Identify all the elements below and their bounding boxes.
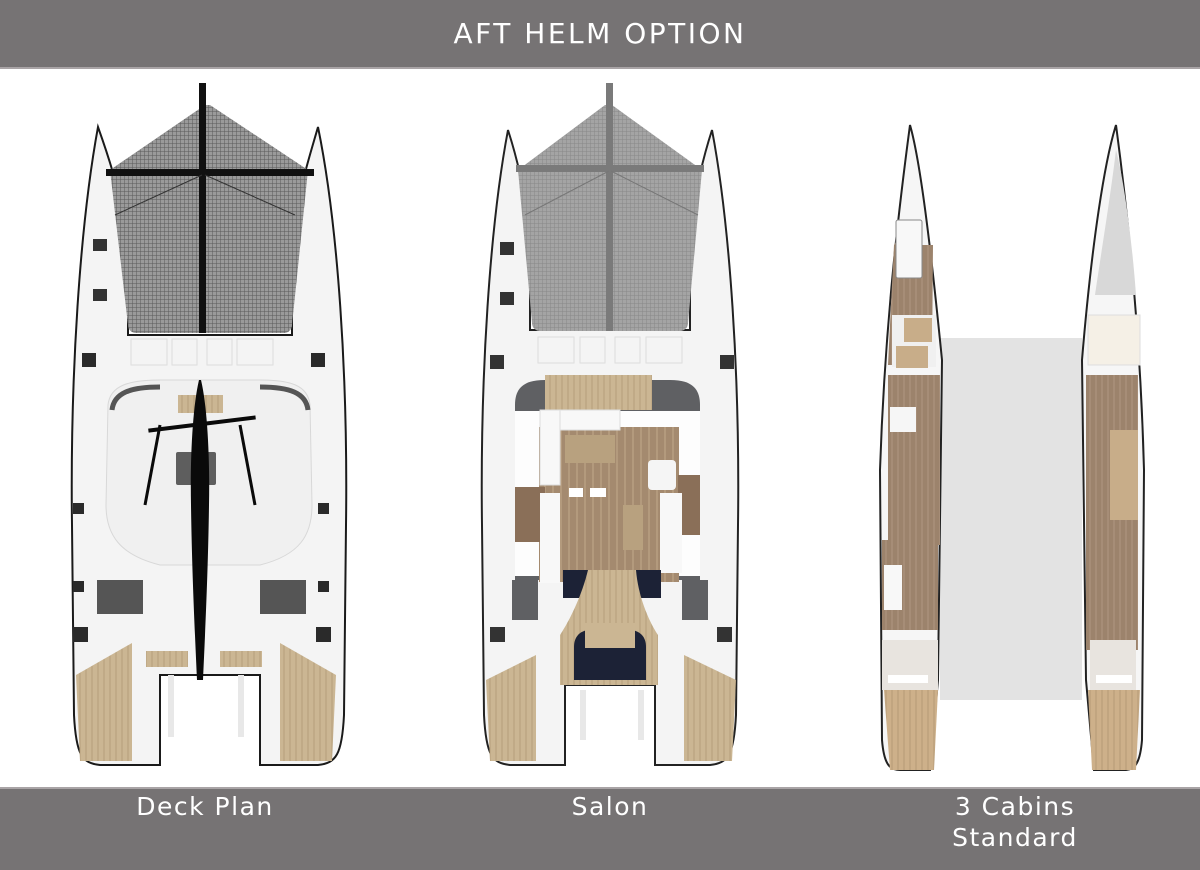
caption-bar — [0, 787, 1200, 870]
caption-cabins-line2: Standard — [952, 823, 1078, 852]
page-title: AFT HELM OPTION — [453, 17, 747, 50]
salon-drawing — [470, 75, 750, 780]
deck-plan-drawing — [60, 75, 360, 780]
cabins-drawing — [860, 120, 1160, 780]
caption-deck-plan: Deck Plan — [136, 792, 274, 821]
caption-salon: Salon — [571, 792, 649, 821]
caption-cabins-line1: 3 Cabins — [954, 792, 1076, 821]
header-bar: AFT HELM OPTION — [0, 0, 1200, 69]
